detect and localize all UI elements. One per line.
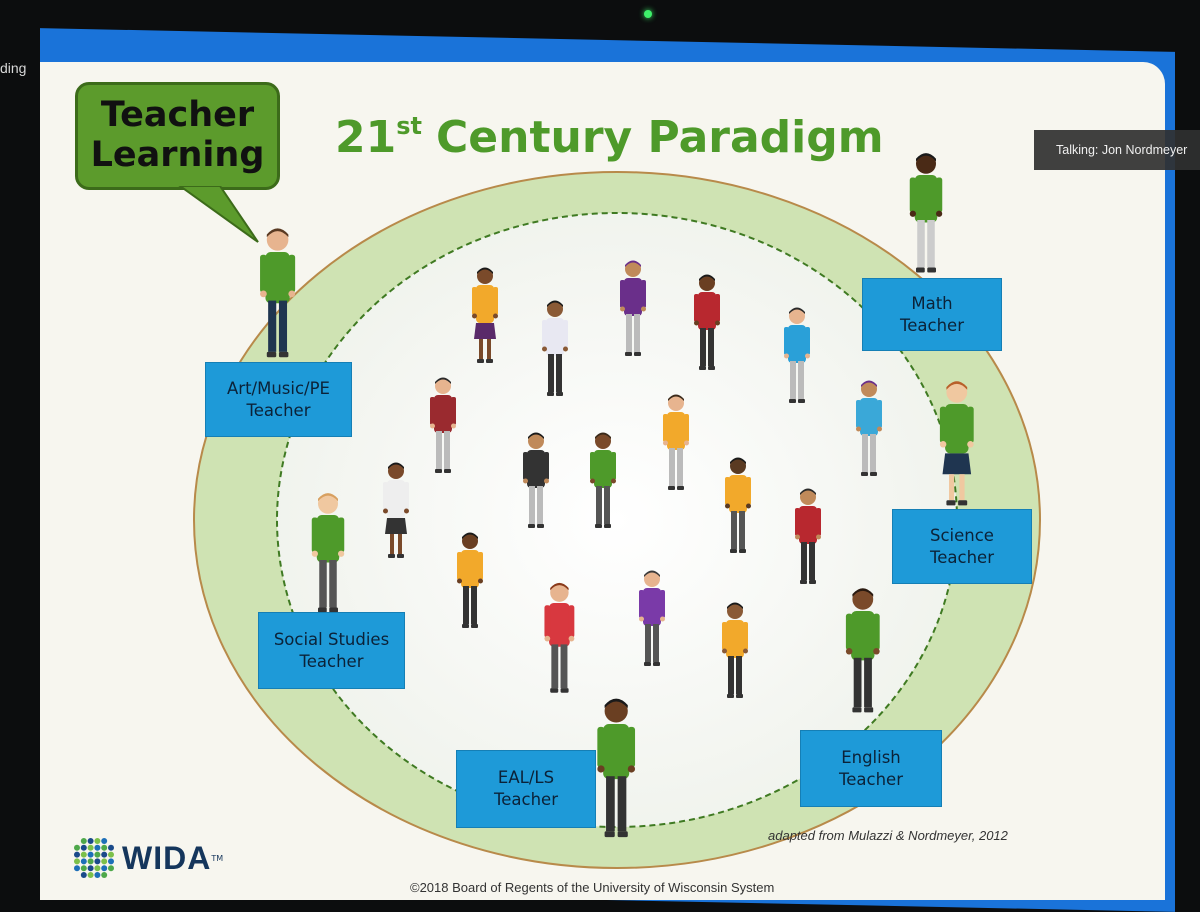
person-figure-icon	[725, 457, 751, 553]
person-figure-icon	[311, 493, 345, 613]
slide-title: 21st Century Paradigm	[335, 112, 884, 163]
person-figure-icon	[722, 602, 748, 698]
copyright-text: ©2018 Board of Regents of the University…	[410, 880, 775, 895]
person-figure-icon	[430, 377, 456, 473]
person-figure-icon	[784, 307, 810, 403]
person-figure-icon	[597, 698, 635, 838]
label-eal-line-1: EAL/LS	[497, 768, 555, 787]
camera-indicator-icon	[644, 10, 652, 18]
person-figure-icon	[846, 588, 880, 713]
talking-indicator: Talking: Jon Nordmeyer	[1034, 130, 1200, 170]
person-figure-icon	[260, 228, 296, 358]
person-figure-icon	[383, 462, 409, 558]
person-figure-icon	[639, 570, 665, 666]
label-science-line-2: Teacher	[929, 547, 994, 567]
person-figure-icon	[542, 300, 568, 396]
label-science-line-1: Science	[930, 525, 994, 545]
person-figure-icon	[663, 394, 689, 490]
title-number: 21	[335, 112, 397, 163]
title-superscript: st	[396, 112, 422, 140]
teacher-learning-bubble: Teacher Learning	[75, 82, 280, 190]
label-eal-ls: EAL/LS Teacher	[456, 750, 596, 828]
person-figure-icon	[523, 432, 549, 528]
label-art-line-1: Art/Music/PE	[227, 378, 330, 398]
wida-logo-text: WIDA	[122, 839, 212, 876]
label-math-line-1: Math	[911, 293, 953, 313]
label-english-line-2: Teacher	[838, 769, 903, 789]
side-window-label: ding	[0, 60, 27, 76]
person-figure-icon	[694, 274, 720, 370]
bubble-tail	[178, 186, 259, 243]
person-figure-icon	[472, 267, 498, 363]
wida-trademark: TM	[211, 853, 224, 863]
person-figure-icon	[856, 380, 882, 476]
attribution-text: adapted from Mulazzi & Nordmeyer, 2012	[768, 828, 1008, 843]
person-figure-icon	[940, 381, 974, 506]
wida-logo-icon	[74, 838, 114, 878]
person-figure-icon	[457, 532, 483, 628]
bubble-line-2: Learning	[90, 135, 265, 175]
label-english-line-1: English	[841, 747, 901, 767]
title-rest: Century Paradigm	[436, 112, 884, 163]
person-figure-icon	[544, 582, 574, 693]
bubble-line-1: Teacher	[100, 95, 255, 135]
person-figure-icon	[620, 260, 646, 356]
person-figure-icon	[590, 432, 616, 528]
person-figure-icon	[795, 488, 821, 584]
label-math-line-2: Teacher	[899, 315, 964, 335]
label-social-line-2: Teacher	[299, 651, 364, 671]
label-social-line-1: Social Studies	[273, 629, 390, 649]
label-eal-line-2: Teacher	[493, 790, 558, 809]
person-figure-icon	[909, 153, 943, 273]
label-art-line-2: Teacher	[246, 400, 311, 420]
